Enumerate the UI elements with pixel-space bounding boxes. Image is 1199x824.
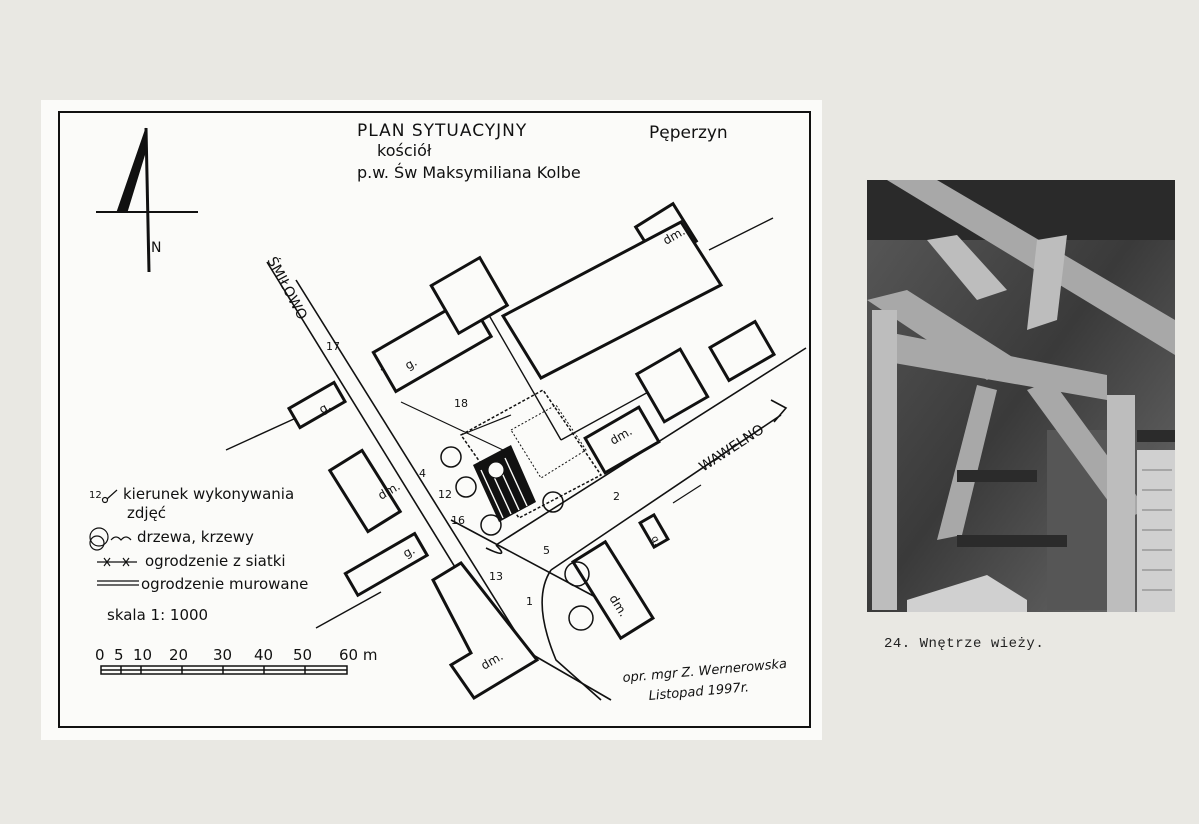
photo-point-1: 1 <box>526 595 533 608</box>
scale-tick-5: 5 <box>114 646 124 664</box>
scale-tick-20: 20 <box>169 646 188 664</box>
photo-point-4: 4 <box>419 467 426 480</box>
plan-title: PLAN SYTUACYJNY <box>357 121 527 141</box>
tree-icon <box>89 527 132 551</box>
site-plan-sheet: N PLAN SYTUACYJNY kościół p.w. Św Maksym… <box>41 100 822 740</box>
legend: 12 kierunek wykonywania zdjęć drzewa, kr… <box>89 485 308 593</box>
photo-point-5: 5 <box>543 544 550 557</box>
building-dm-west <box>327 448 403 534</box>
photo-point-17: 17 <box>326 340 340 353</box>
legend-label-camera: kierunek wykonywania <box>123 485 294 503</box>
brick-wall-icon <box>97 580 139 586</box>
building-dm-east <box>583 405 661 475</box>
photo-point-2: 2 <box>613 490 620 503</box>
camera-direction-icon <box>101 489 118 504</box>
building-square-north <box>429 255 510 336</box>
legend-label-camera-2: zdjęć <box>127 504 166 522</box>
church-building <box>473 445 536 522</box>
scale-tick-40: 40 <box>254 646 273 664</box>
photo-caption: 24. Wnętrze wieży. <box>884 636 1045 652</box>
label-g-se: g. <box>648 534 662 548</box>
scale-tick-60: 60 m <box>339 646 377 664</box>
church-plot <box>440 389 603 536</box>
legend-sample-number: 12 <box>89 490 102 501</box>
building-rect-east1 <box>634 347 710 424</box>
street-label-wawelno: WAWELNO <box>696 422 767 476</box>
legend-label-trees: drzewa, krzewy <box>137 528 254 546</box>
building-g-se <box>638 512 670 550</box>
author-credit: opr. mgr Z. Wernerowska <box>622 657 788 686</box>
photo-point-16: 16 <box>451 514 465 527</box>
building-g-west <box>286 380 348 430</box>
tower-interior-image <box>867 180 1175 612</box>
building-large-north <box>500 220 724 380</box>
church-dedication: p.w. Św Maksymiliana Kolbe <box>357 163 581 182</box>
scale-text: skala 1: 1000 <box>107 606 208 624</box>
site-plan-drawing: N PLAN SYTUACYJNY kościół p.w. Św Maksym… <box>89 121 807 704</box>
mesh-fence <box>400 401 702 504</box>
photo-point-12: 12 <box>438 488 452 501</box>
building-dm-se <box>570 539 656 641</box>
site-plan-frame <box>58 111 811 728</box>
north-arrow-icon <box>96 127 198 273</box>
scale-tick-0: 0 <box>95 646 105 664</box>
mesh-fence-icon <box>97 557 137 567</box>
photo-point-13: 13 <box>489 570 503 583</box>
scale-tick-50: 50 <box>293 646 312 664</box>
scale-tick-10: 10 <box>133 646 152 664</box>
scale-ticks: 0 5 10 20 30 40 50 60 m <box>95 646 377 664</box>
north-label: N <box>151 240 161 256</box>
scale-tick-30: 30 <box>213 646 232 664</box>
building-dm-south <box>431 561 540 701</box>
legend-label-mesh-fence: ogrodzenie z siatki <box>145 552 286 570</box>
photo-point-18: 18 <box>454 397 468 410</box>
legend-label-brick-wall: ogrodzenie murowane <box>141 575 308 593</box>
place-name: Pęperzyn <box>649 123 728 143</box>
scale-bar <box>100 665 348 675</box>
building-g-sw <box>343 531 430 598</box>
building-rect-east2 <box>707 319 777 383</box>
street-label-smilowo: ŚMIŁOWO <box>263 253 311 322</box>
trees-roadside <box>564 561 594 631</box>
church-label: kościół <box>377 141 432 160</box>
tower-interior-photo <box>867 180 1175 612</box>
author-date: Listopad 1997r. <box>648 680 750 704</box>
